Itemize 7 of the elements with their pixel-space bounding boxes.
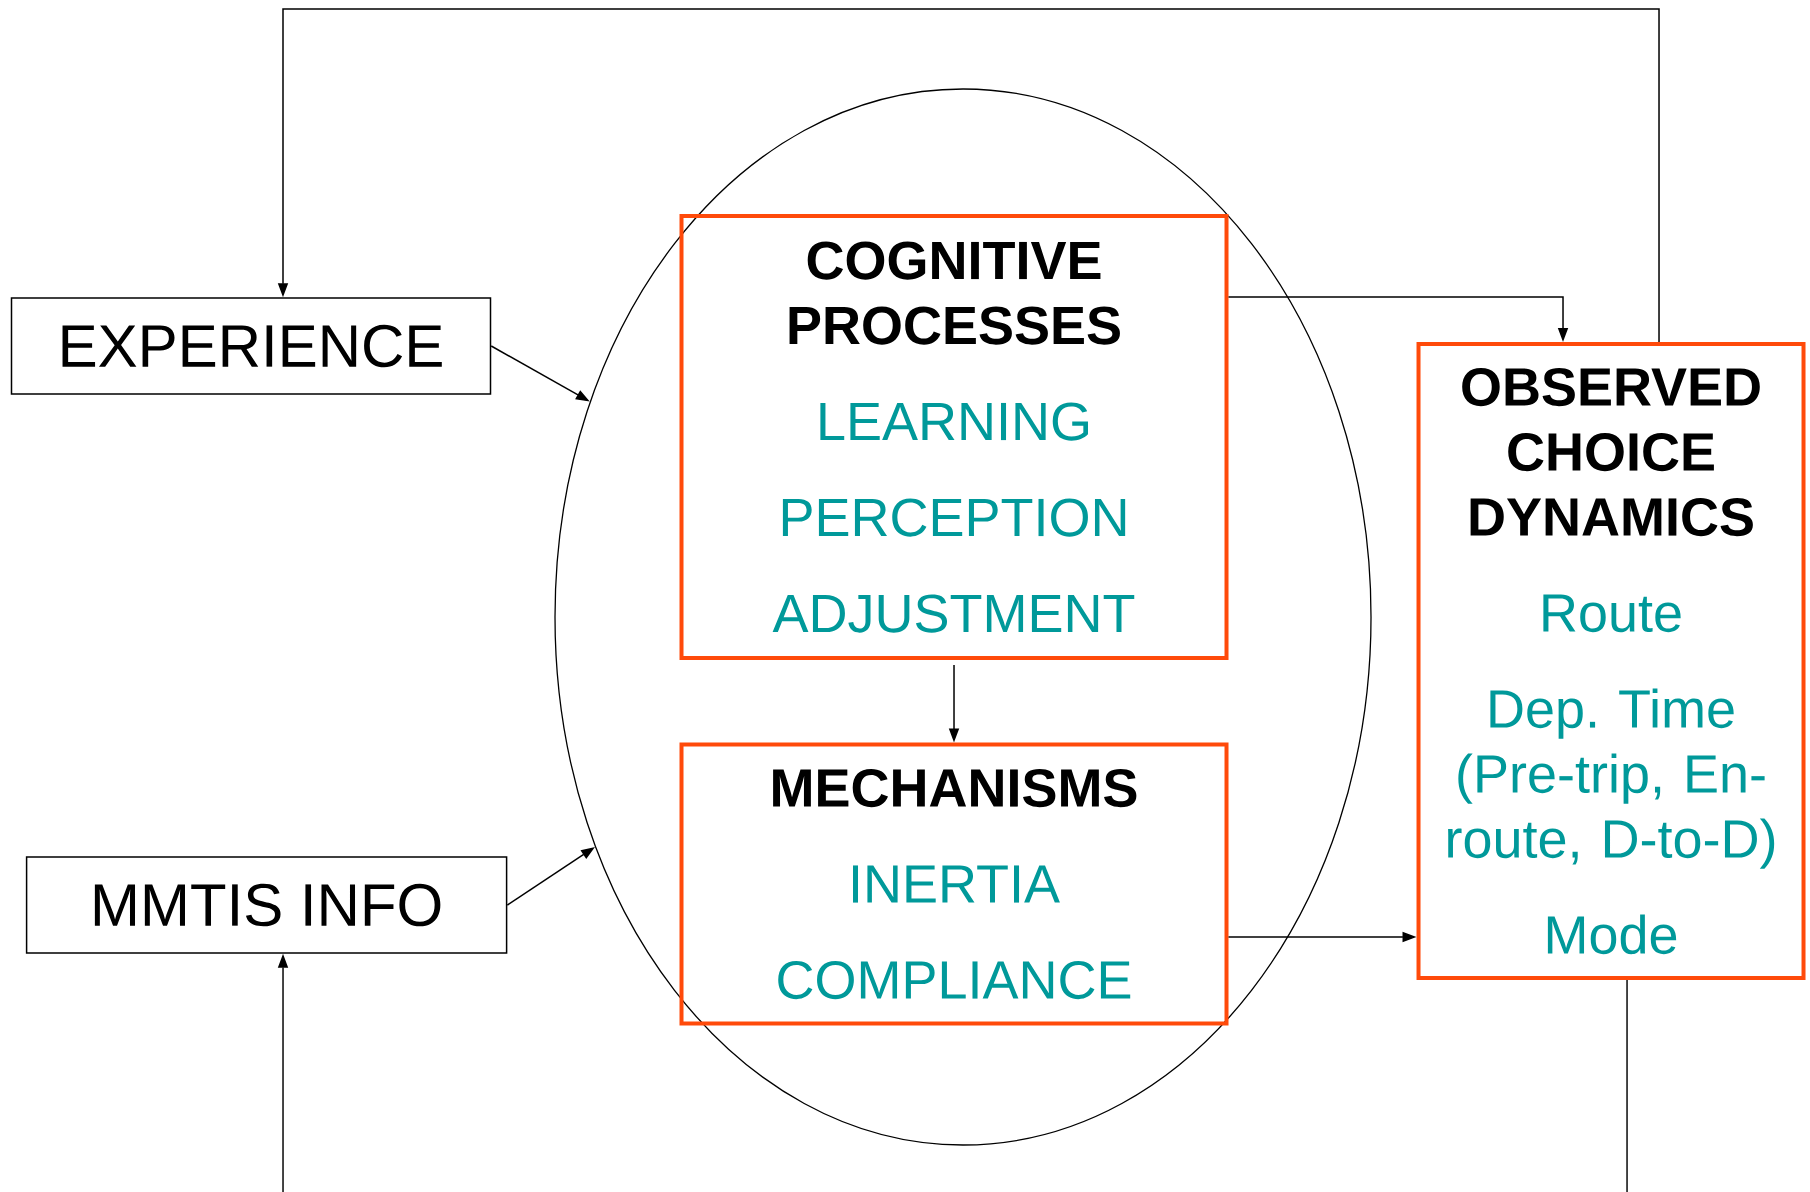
- label-box: MMTIS INFO: [25, 856, 508, 954]
- process-box: COGNITIVE PROCESSES LEARNING PERCEPTION ADJUSTMENT: [679, 214, 1229, 660]
- label-box: EXPERIENCE: [10, 297, 492, 395]
- ellipse-outline: [554, 88, 1372, 1146]
- process-box: OBSERVED CHOICE DYNAMICS Route Dep. Time (Pre-trip, En-route, D-to-D) Mode: [1416, 342, 1806, 980]
- connector-line: [1626, 979, 1628, 1192]
- process-box: MECHANISMS INERTIA COMPLIANCE: [679, 742, 1229, 1026]
